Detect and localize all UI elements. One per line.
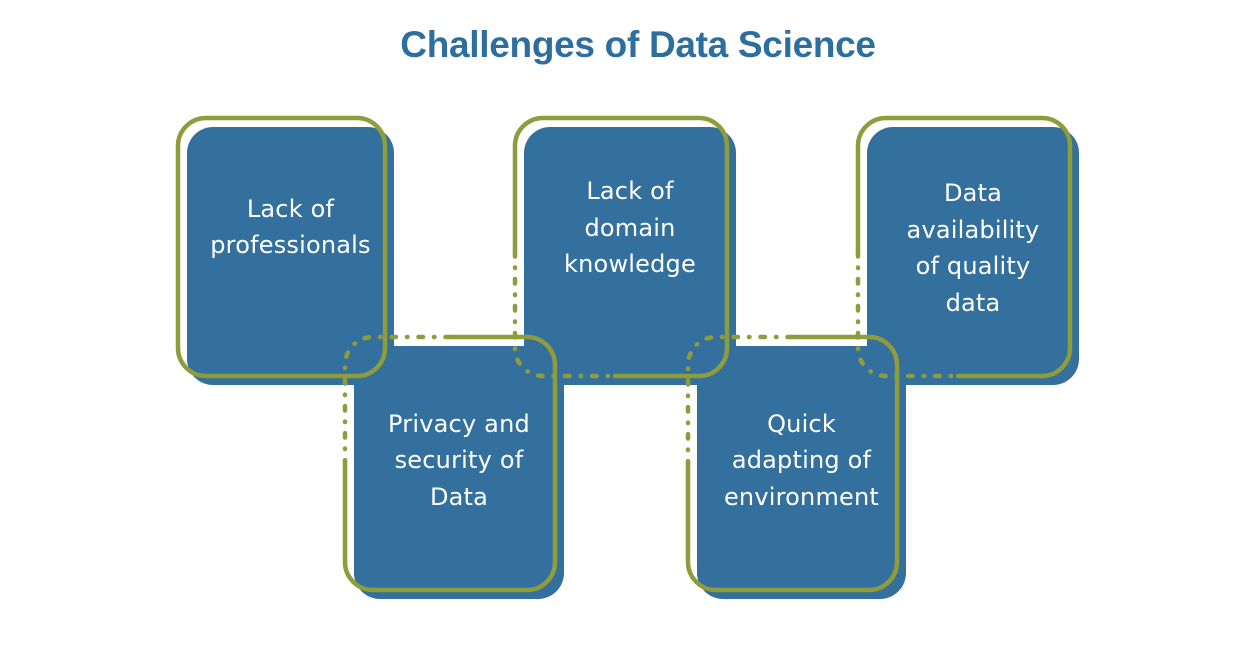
- box-1-outline-solid: [175, 115, 388, 379]
- box-label-lack-of-professionals: Lack of professionals: [187, 127, 394, 385]
- label-line: adapting of: [731, 446, 872, 475]
- label-line: knowledge: [564, 250, 696, 279]
- box-1-fill: [187, 127, 394, 385]
- label-line: Lack of: [586, 177, 674, 206]
- box-5-fill: [697, 346, 906, 599]
- label-line: Data: [943, 179, 1003, 207]
- box-4-outline-solid: [342, 334, 558, 593]
- label-line: data: [945, 288, 1001, 317]
- box-label-quick-adapting-of-environment: Quick adapting of environment: [697, 346, 906, 599]
- box-label-data-availability-of-quality-data: Data availability of quality data: [867, 127, 1079, 385]
- box-3-outline-dashed: [855, 249, 961, 379]
- label-line: professionals: [210, 231, 371, 259]
- box-2-outline-dashed: [512, 249, 618, 379]
- box-4-fill: [354, 346, 564, 599]
- box-5-outline-solid: [685, 334, 900, 593]
- label-line: Privacy and: [388, 409, 530, 438]
- diagram-title: Challenges of Data Science: [400, 24, 876, 65]
- label-line: security of: [394, 446, 524, 475]
- box-3-fill: [867, 127, 1079, 385]
- label-line: availability: [906, 215, 1040, 244]
- label-line: environment: [723, 482, 880, 511]
- box-2-outline-solid: [512, 115, 730, 379]
- box-4-outline-dashed: [342, 334, 453, 465]
- box-3-outline-solid: [855, 115, 1073, 379]
- box-2-fill: [524, 127, 736, 385]
- box-label-lack-of-domain-knowledge: Lack of domain knowledge: [524, 127, 736, 385]
- label-line: of quality: [915, 252, 1031, 280]
- label-line: domain: [584, 213, 676, 242]
- label-line: Lack of: [246, 194, 335, 223]
- box-label-privacy-and-security-of-data: Privacy and security of Data: [354, 346, 564, 599]
- label-line: Data: [429, 482, 489, 511]
- label-line: Quick: [767, 409, 836, 438]
- box-5-outline-dashed: [685, 334, 795, 465]
